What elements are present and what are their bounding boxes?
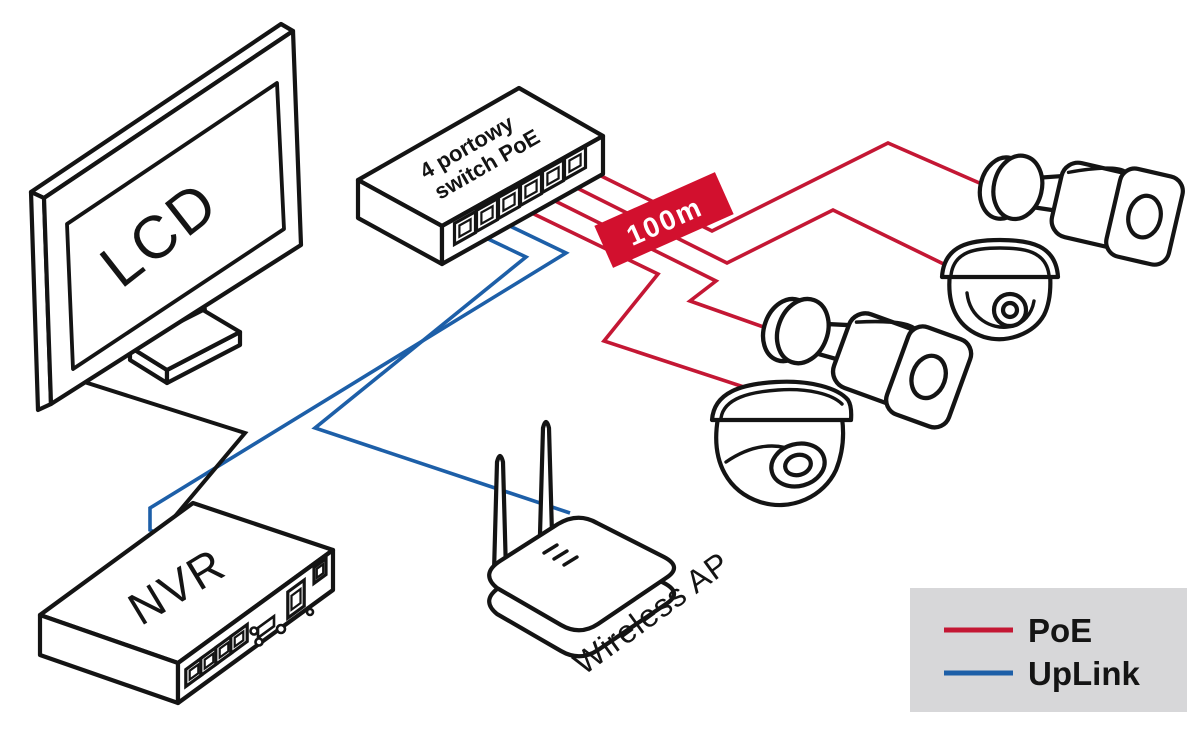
lcd-monitor: LCD xyxy=(28,21,304,413)
dome-camera-1 xyxy=(939,237,1061,342)
nvr-rj45-1-inner xyxy=(188,662,200,682)
nvr-usb-port-inner xyxy=(315,562,325,580)
dome1-lens-inner xyxy=(1000,300,1020,320)
switch-port-3-inner xyxy=(502,191,516,213)
legend: PoE UpLink xyxy=(910,588,1187,712)
monitor-screen xyxy=(65,81,286,371)
dome1-cap-inner-line xyxy=(949,246,1051,277)
nvr: NVR xyxy=(37,500,336,706)
nvr-ports xyxy=(184,555,328,690)
switch-port-5-inner xyxy=(546,165,560,187)
ap-body-top xyxy=(487,515,677,633)
nvr-connector-dot-4 xyxy=(305,607,315,617)
dome-camera-2 xyxy=(709,379,854,508)
poe-cable-4 xyxy=(508,200,754,392)
uplink-cable-ap xyxy=(311,226,571,515)
nvr-connector-dot-3 xyxy=(275,623,287,635)
dome2-cap-inner-line xyxy=(719,387,844,420)
nvr-rj45-3-inner xyxy=(218,640,230,660)
switch-ports xyxy=(452,143,588,248)
nvr-hdmi-port xyxy=(256,613,276,641)
wireless-ap: Wireless AP xyxy=(487,419,736,682)
dome2-lens-inner xyxy=(783,452,813,478)
ap-slot-1 xyxy=(542,543,559,555)
poe-switch: 4 portowy switch PoE xyxy=(355,85,606,267)
ap-antenna-left xyxy=(491,453,509,575)
legend-background xyxy=(910,588,1187,712)
switch-port-1-inner xyxy=(458,217,472,239)
ap-slot-3 xyxy=(562,555,579,567)
nvr-power-port-inner xyxy=(290,586,302,612)
dome1-cap xyxy=(939,237,1061,280)
nvr-connector-dot-2 xyxy=(254,637,264,647)
poe-cable-1 xyxy=(574,141,1001,234)
legend-label-poe: PoE xyxy=(1028,612,1092,649)
ap-status-slots xyxy=(542,543,579,567)
nvr-rj45-4-inner xyxy=(233,629,245,649)
switch-port-6-inner xyxy=(568,152,582,174)
ap-antenna-right xyxy=(537,419,555,537)
legend-label-uplink: UpLink xyxy=(1028,655,1140,692)
distance-badge-band xyxy=(594,172,734,268)
switch-port-2-inner xyxy=(480,204,494,226)
nvr-connector-dot-1 xyxy=(249,626,259,636)
ap-slot-2 xyxy=(552,549,569,561)
nvr-rj45-2-inner xyxy=(203,651,215,671)
switch-port-4-inner xyxy=(524,178,538,200)
